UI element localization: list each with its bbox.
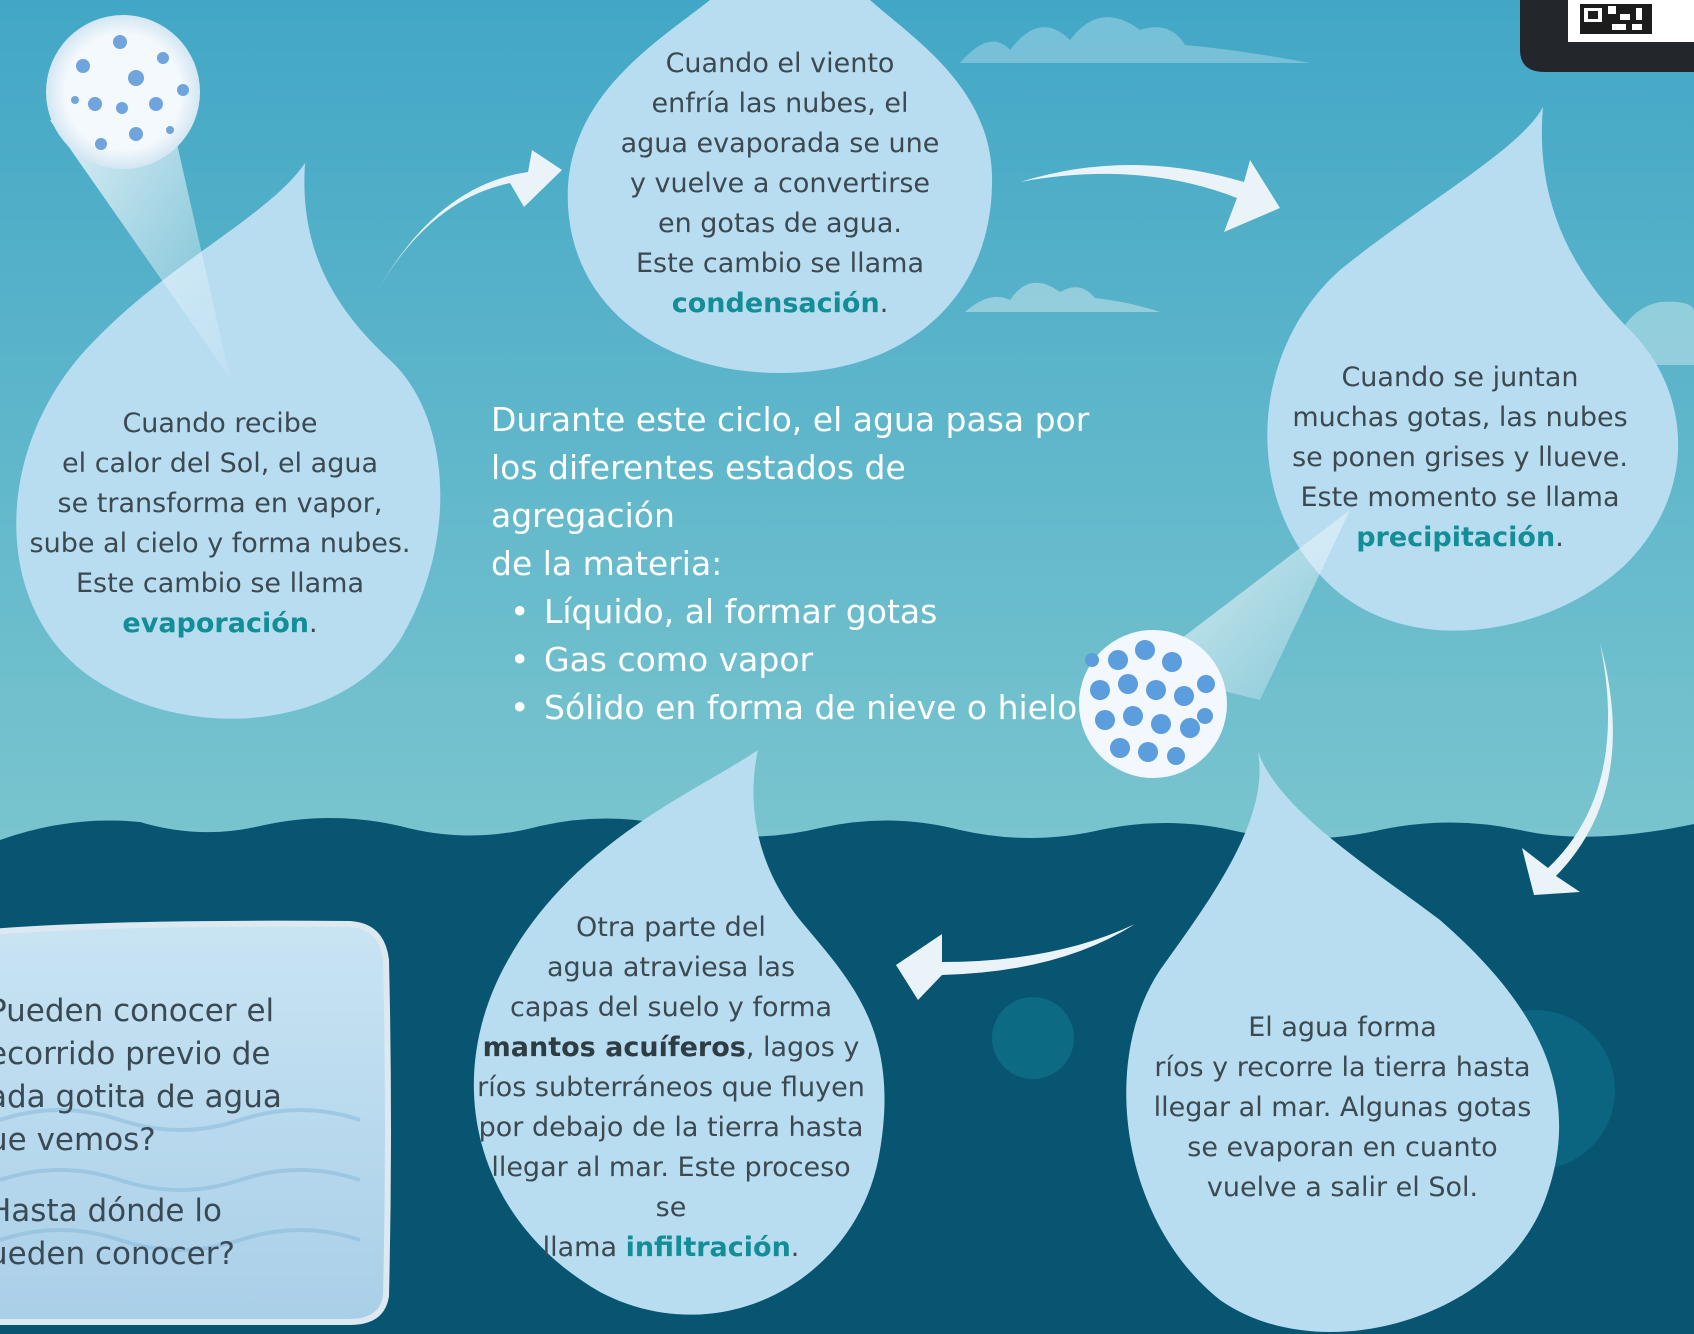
wave-decoration — [0, 1108, 361, 1252]
vapor-molecule-dots — [71, 35, 189, 150]
evaporation-text: Cuando recibe el calor del Sol, el agua … — [25, 404, 415, 644]
arrow-runoff-to-infiltration-icon — [896, 924, 1135, 1000]
bubble-icon — [992, 997, 1074, 1079]
punctuation: . — [308, 608, 318, 639]
punctuation: . — [879, 288, 889, 319]
precipitation-text: Cuando se juntan muchas gotas, las nubes… — [1280, 358, 1640, 558]
runoff-line: vuelve a salir el Sol. — [1206, 1172, 1479, 1203]
condensation-line: y vuelve a convertirse — [629, 168, 931, 199]
qr-code-icon — [1520, 0, 1694, 72]
evaporation-line: el calor del Sol, el agua — [62, 448, 378, 479]
question-line: Hasta dónde lo — [0, 1193, 222, 1229]
infiltration-line: por debajo de la tierra hasta — [478, 1112, 864, 1143]
condensation-line: agua evaporada se une — [620, 128, 940, 159]
question-line: Pueden conocer el — [0, 993, 275, 1029]
punctuation: . — [790, 1232, 800, 1263]
runoff-drop — [1126, 752, 1560, 1332]
infiltration-line: agua atraviesa las — [546, 952, 796, 983]
infiltration-line: llegar al mar. Este proceso se — [491, 1152, 851, 1223]
question-1: Pueden conocer el ecorrido previo de ada… — [0, 990, 288, 1162]
question-note — [0, 920, 391, 1325]
infiltration-fragment: llama — [542, 1232, 626, 1263]
states-list: Líquido, al formar gotas Gas como vapor … — [510, 588, 1077, 732]
runoff-line: El agua forma — [1248, 1012, 1437, 1043]
evaporation-line: se transforma en vapor, — [57, 488, 383, 519]
magnifier-beam — [50, 120, 230, 378]
intro-line: los diferentes estados de agregación — [491, 448, 906, 535]
question-line: ue vemos? — [0, 1122, 156, 1158]
aquifer-term: mantos acuíferos — [482, 1032, 746, 1063]
infiltration-drop — [473, 750, 885, 1315]
condensation-line: Este cambio se llama — [636, 248, 924, 279]
precipitation-line: Este momento se llama — [1300, 482, 1620, 513]
runoff-line: llegar al mar. Algunas gotas — [1153, 1092, 1532, 1123]
question-line: ecorrido previo de — [0, 1036, 271, 1072]
condensation-term: condensación — [671, 288, 880, 319]
state-item-solid: Sólido en forma de nieve o hielo — [510, 684, 1077, 732]
infiltration-term: infiltración — [625, 1232, 791, 1263]
cycle-arrows — [378, 150, 1613, 1000]
arrow-evaporation-to-condensation-icon — [378, 150, 562, 290]
infiltration-line: Otra parte del — [576, 912, 766, 943]
precipitation-line: se ponen grises y llueve. — [1292, 442, 1628, 473]
precipitation-drop — [1267, 107, 1679, 631]
condensation-drop — [567, 0, 993, 373]
condensation-line: Cuando el viento — [665, 48, 895, 79]
intro-line: Durante este ciclo, el agua pasa por — [491, 400, 1090, 439]
states-intro: Durante este ciclo, el agua pasa por los… — [491, 396, 1091, 588]
runoff-line: se evaporan en cuanto — [1187, 1132, 1498, 1163]
state-item-liquid: Líquido, al formar gotas — [510, 588, 1077, 636]
precipitation-line: muchas gotas, las nubes — [1292, 402, 1628, 433]
arrow-condensation-to-precipitation-icon — [1020, 160, 1280, 232]
precipitation-term-line: precipitación. — [1280, 518, 1640, 558]
evaporation-line: Este cambio se llama — [76, 568, 364, 599]
infiltration-fragment: , lagos y — [745, 1032, 860, 1063]
evaporation-term: evaporación — [122, 608, 309, 639]
infiltration-term-line: llama infiltración. — [476, 1228, 866, 1268]
precipitation-line: Cuando se juntan — [1341, 362, 1579, 393]
infiltration-line: capas del suelo y forma — [509, 992, 832, 1023]
cloud-icon — [965, 282, 1160, 312]
evaporation-term-line: evaporación. — [25, 604, 415, 644]
infiltration-line: mantos acuíferos, lagos y — [476, 1028, 866, 1068]
runoff-line: ríos y recorre la tierra hasta — [1154, 1052, 1531, 1083]
condensation-text: Cuando el viento enfría las nubes, el ag… — [600, 44, 960, 324]
intro-line: de la materia: — [491, 544, 723, 583]
infiltration-text: Otra parte del agua atraviesa las capas … — [476, 908, 866, 1268]
condensation-line: en gotas de agua. — [657, 208, 902, 239]
question-line: ada gotita de agua — [0, 1079, 282, 1115]
condensation-term-line: condensación. — [600, 284, 960, 324]
evaporation-line: sube al cielo y forma nubes. — [29, 528, 411, 559]
liquid-molecule-dots — [1085, 640, 1215, 765]
state-item-gas: Gas como vapor — [510, 636, 1077, 684]
question-line: ueden conocer? — [0, 1236, 235, 1272]
precipitation-term: precipitación — [1356, 522, 1556, 553]
condensation-line: enfría las nubes, el — [651, 88, 909, 119]
runoff-text: El agua forma ríos y recorre la tierra h… — [1150, 1008, 1535, 1208]
cloud-icon — [960, 17, 1310, 63]
reflection-questions: Pueden conocer el ecorrido previo de ada… — [0, 990, 288, 1304]
arrow-precipitation-to-runoff-icon — [1522, 643, 1613, 895]
evaporation-line: Cuando recibe — [122, 408, 318, 439]
evaporation-drop — [16, 163, 441, 719]
question-2: Hasta dónde lo ueden conocer? — [0, 1190, 288, 1276]
infiltration-line: ríos subterráneos que fluyen — [477, 1072, 865, 1103]
punctuation: . — [1555, 522, 1564, 553]
